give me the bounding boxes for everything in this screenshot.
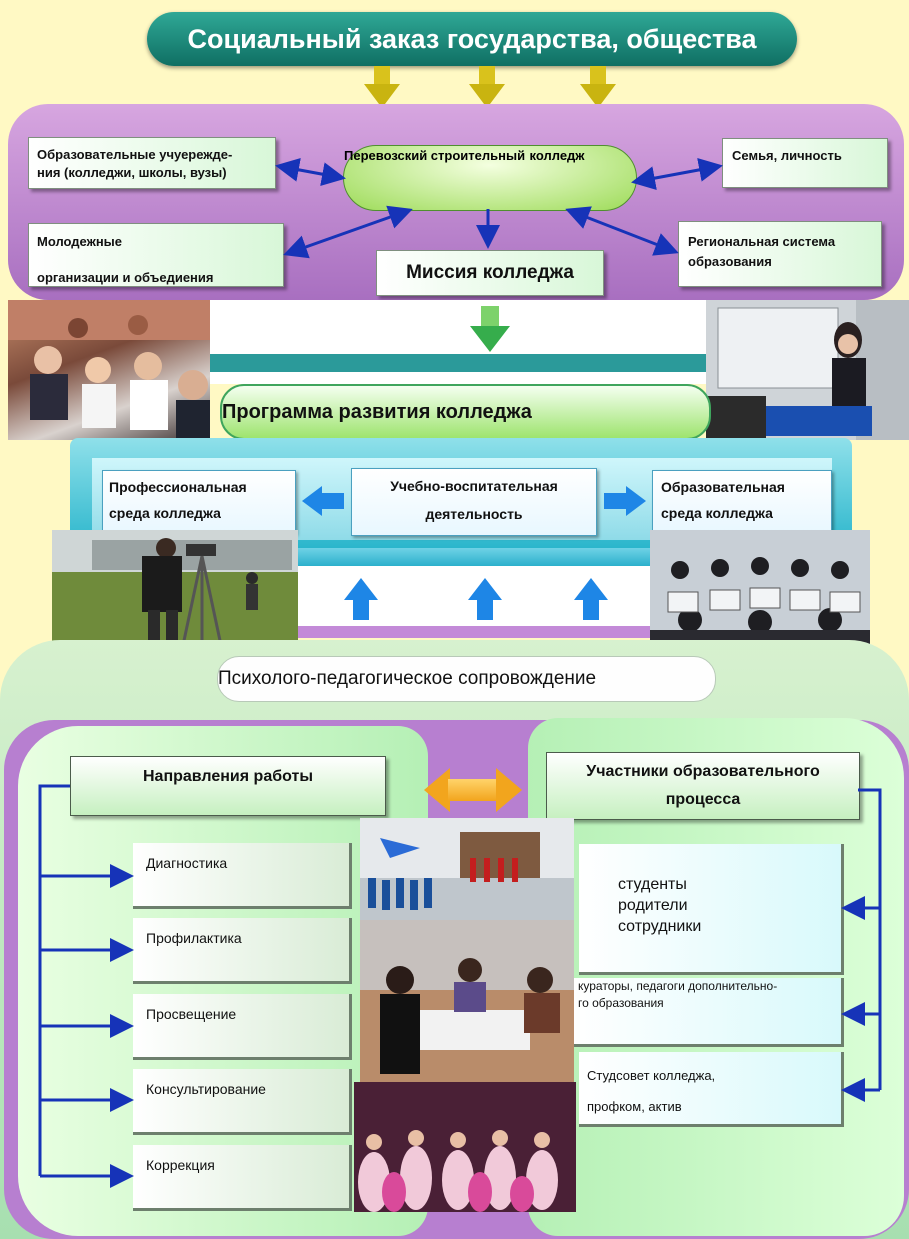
direction-item: Просвещение [133, 994, 352, 1060]
participant-curators-line1: кураторы, педагоги дополнительно- [578, 979, 778, 993]
purple-bar [298, 626, 650, 638]
meeting-image [360, 920, 574, 1082]
participants-group-box: студенты родители сотрудники [579, 844, 844, 975]
direction-item: Диагностика [133, 843, 352, 909]
mission-box: Миссия колледжа [376, 250, 604, 296]
direction-item: Профилактика [133, 918, 352, 984]
up-arrow-icon [574, 578, 608, 620]
college-ellipse: Перевозский строительный колледж [343, 145, 637, 211]
edu-institutions-line2: ния (колледжи, школы, вузы) [37, 165, 227, 180]
participants-header-line1: Участники образовательного [586, 763, 820, 780]
environment-line1: Образовательная [661, 479, 785, 495]
youth-line2: организации и объедиения [37, 270, 214, 285]
participants-header-line2: процесса [665, 791, 741, 808]
support-label: Психолого-педагогическое сопровождение [218, 668, 597, 689]
program-label: Программа развития колледжа [222, 401, 532, 423]
youth-line1: Молодежные [37, 234, 123, 249]
college-line1: Перевозский строительный [344, 148, 526, 163]
professional-line1: Профессиональная [109, 479, 247, 495]
direction-label: Просвещение [146, 1006, 237, 1022]
concert-photo [354, 1082, 576, 1212]
direction-label: Профилактика [146, 930, 242, 946]
mission-label: Миссия колледжа [406, 262, 574, 283]
left-arrow-icon [302, 486, 344, 516]
directions-header: Направления работы [70, 756, 386, 816]
up-arrow-icon [468, 578, 502, 620]
teal-bar [210, 354, 706, 372]
direction-label: Диагностика [146, 855, 228, 871]
regional-box: Региональная система образования [678, 221, 882, 287]
surveyor-image [52, 530, 298, 654]
computer-class-image [650, 530, 870, 654]
educational-line1: Учебно-воспитательная [390, 478, 558, 494]
parade-image [360, 818, 574, 920]
computer-class-photo [650, 530, 870, 654]
down-arrow-icon [580, 66, 616, 108]
parade-photo [360, 818, 574, 920]
cyan-bar [298, 548, 650, 566]
down-arrow-icon [364, 66, 400, 108]
title-banner: Социальный заказ государства, общества [147, 12, 797, 66]
family-label: Семья, личность [732, 148, 842, 163]
surveyor-photo [52, 530, 298, 654]
down-arrow-icon [469, 66, 505, 108]
youth-box: Молодежные организации и объедиения [28, 223, 284, 287]
direction-item: Консультирование [133, 1069, 352, 1135]
participant-council-line2: профком, актив [587, 1099, 682, 1114]
down-arrow-icon [470, 306, 510, 354]
teacher-presentation-photo [706, 300, 909, 440]
environment-line2: среда колледжа [661, 505, 773, 521]
title-text: Социальный заказ государства, общества [187, 24, 757, 54]
students-audience-photo [8, 300, 210, 440]
professional-line2: среда колледжа [109, 505, 221, 521]
double-arrow-icon [424, 768, 522, 812]
directions-header-label: Направления работы [143, 768, 313, 785]
participant-staff: сотрудники [618, 918, 702, 935]
regional-line2: образования [688, 254, 772, 269]
program-pill: Программа развития колледжа [220, 384, 711, 440]
participant-students: студенты [618, 876, 687, 893]
support-pill: Психолого-педагогическое сопровождение [217, 656, 716, 702]
direction-item: Коррекция [133, 1145, 352, 1211]
regional-line1: Региональная система [688, 234, 836, 249]
college-line2: колледж [529, 148, 585, 163]
participant-parents: родители [618, 897, 688, 914]
participants-group-box: кураторы, педагоги дополнительно- го обр… [574, 978, 844, 1047]
educational-line2: деятельность [425, 506, 523, 522]
right-arrow-icon [604, 486, 646, 516]
professional-env-box: Профессиональная среда колледжа [102, 470, 296, 534]
participant-council-line1: Студсовет колледжа, [587, 1068, 716, 1083]
direction-label: Коррекция [146, 1157, 215, 1173]
students-audience-image [8, 300, 210, 440]
up-arrow-icon [344, 578, 378, 620]
concert-image [354, 1082, 576, 1212]
direction-label: Консультирование [146, 1081, 266, 1097]
teacher-presentation-image [706, 300, 909, 440]
edu-institutions-box: Образовательные учуережде- ния (колледжи… [28, 137, 276, 189]
family-box: Семья, личность [722, 138, 888, 188]
educational-activity-box: Учебно-воспитательная деятельность [351, 468, 597, 536]
educational-env-box: Образовательная среда колледжа [652, 470, 832, 534]
participants-header: Участники образовательного процесса [546, 752, 860, 820]
participants-group-box: Студсовет колледжа, профком, актив [579, 1052, 844, 1127]
edu-institutions-line1: Образовательные учуережде- [37, 147, 233, 162]
participant-curators-line2: го образования [578, 996, 664, 1010]
meeting-photo [360, 920, 574, 1082]
